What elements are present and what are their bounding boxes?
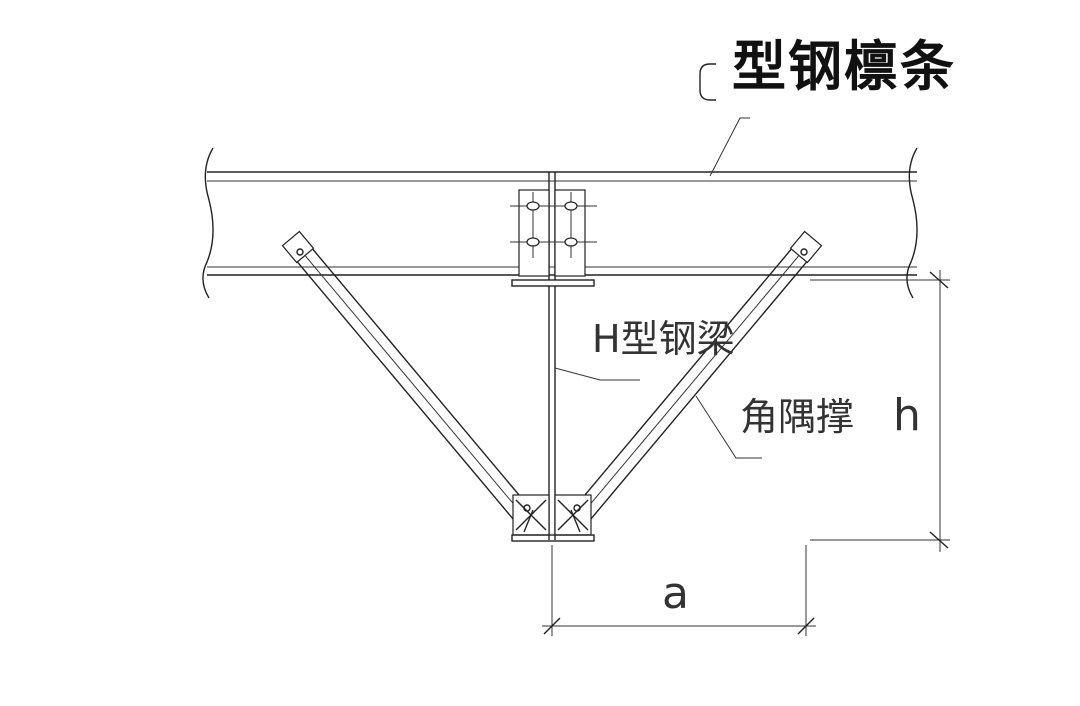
knee-brace-label: 角隅撑 bbox=[740, 395, 855, 439]
bottom-gusset-plates bbox=[511, 494, 595, 542]
dimension-a bbox=[542, 545, 816, 636]
bolt-hole bbox=[564, 201, 578, 211]
dimension-h bbox=[810, 270, 950, 552]
bolt-hole bbox=[564, 237, 578, 247]
purlin-leader bbox=[709, 117, 750, 177]
bolt-hole bbox=[526, 201, 540, 211]
purlin-label: 型钢檩条 bbox=[732, 35, 956, 98]
c-section-symbol bbox=[699, 63, 716, 101]
knee-brace-leader bbox=[695, 395, 762, 459]
h-beam-member bbox=[548, 286, 556, 540]
right-knee-brace bbox=[563, 230, 823, 533]
bolt-hole bbox=[526, 237, 540, 247]
splice-plate bbox=[510, 189, 597, 287]
dimension-a-label: a bbox=[662, 568, 689, 619]
left-knee-brace bbox=[281, 230, 541, 533]
h-beam-label: H型钢梁 bbox=[592, 317, 735, 361]
dimension-h-label: h bbox=[893, 390, 921, 441]
h-beam-leader bbox=[554, 367, 640, 381]
